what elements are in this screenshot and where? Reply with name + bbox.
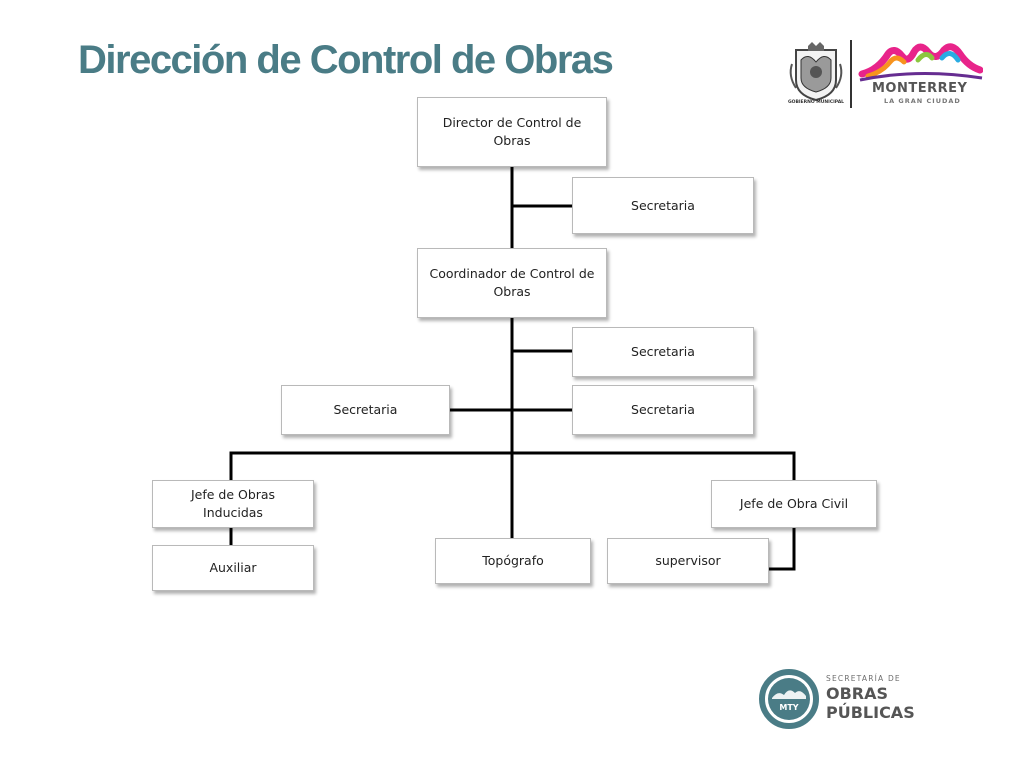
secretaria-3-label: Secretaria [333,402,398,417]
coat-of-arms-icon [789,42,843,102]
topografo-label: Topógrafo [482,553,544,568]
page-title: Dirección de Control de Obras [78,38,614,82]
org-box-director: Director de Control de Obras [417,97,607,167]
org-box-secretaria-3: Secretaria [281,385,450,435]
mty-emblem-icon [759,669,819,729]
footer-line-2: OBRAS [826,684,889,703]
secretaria-2-label: Secretaria [631,344,695,359]
director-label: Director de Control de Obras [442,115,582,148]
footer-line-1: SECRETARÍA DE [826,674,901,683]
secretaria-1-label: Secretaria [631,197,695,213]
mountain-icon [858,43,984,82]
org-box-coordinador: Coordinador de Control de Obras [417,248,607,318]
auxiliar-label: Auxiliar [209,560,257,575]
org-box-secretaria-2: Secretaria [572,327,754,377]
jefe-obra-civil-label: Jefe de Obra Civil [739,496,849,511]
municipal-seal-logo: GOBIERNO MUNICIPAL [786,40,846,110]
obras-publicas-logo: MTY SECRETARÍA DE OBRAS PÚBLICAS [758,668,928,730]
jefe-obras-inducidas-label: Jefe de Obras Inducidas [190,487,276,520]
logo-divider [850,40,852,108]
org-box-secretaria-1: Secretaria [572,177,754,234]
org-box-supervisor: supervisor [607,538,769,584]
city-name: MONTERREY [872,81,968,96]
org-box-topografo: Topógrafo [435,538,591,584]
org-box-auxiliar: Auxiliar [152,545,314,591]
monterrey-logo: MONTERREY LA GRAN CIUDAD [858,40,984,110]
org-box-jefe-obras-inducidas: Jefe de Obras Inducidas [152,480,314,528]
supervisor-label: supervisor [655,553,721,568]
coordinador-label: Coordinador de Control de Obras [429,266,595,299]
secretaria-4-label: Secretaria [631,402,695,417]
city-tagline: LA GRAN CIUDAD [884,97,961,105]
connector-supervisor [767,526,796,571]
org-box-jefe-obra-civil: Jefe de Obra Civil [711,480,877,528]
footer-line-3: PÚBLICAS [826,703,915,722]
emblem-text: MTY [779,703,799,712]
org-box-secretaria-4: Secretaria [572,385,754,435]
seal-caption: GOBIERNO MUNICIPAL [787,100,845,105]
